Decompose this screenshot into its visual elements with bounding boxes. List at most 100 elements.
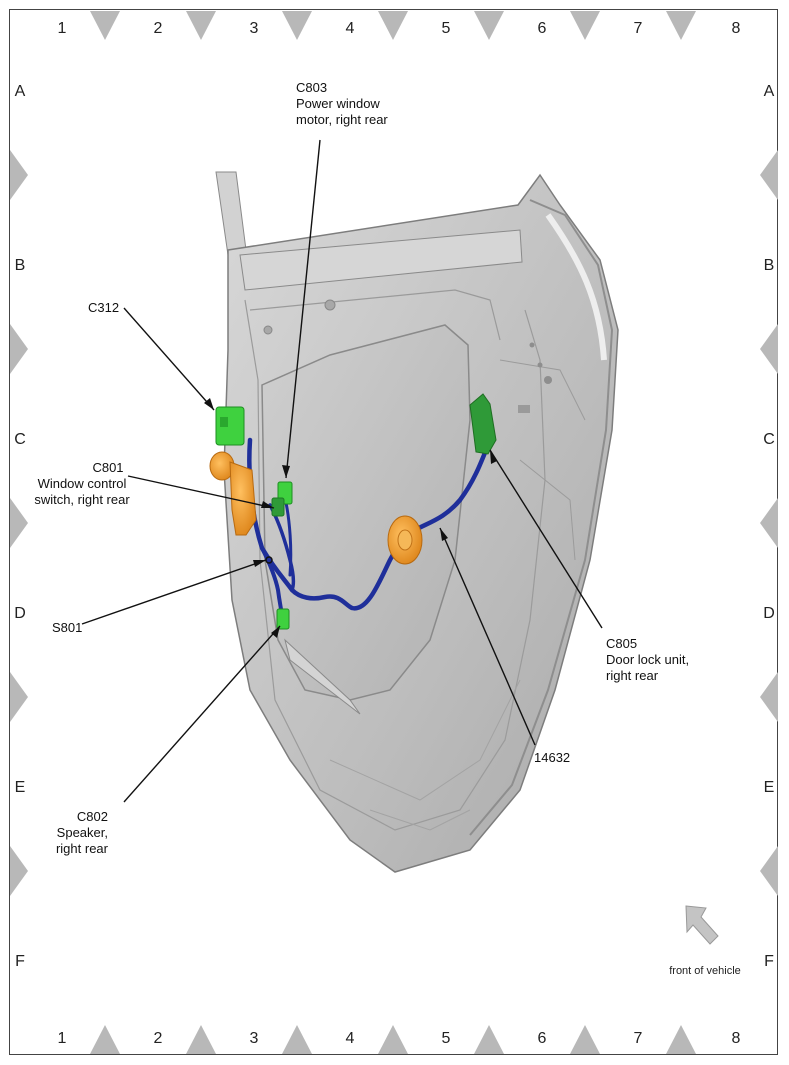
s801-id: S801: [52, 620, 82, 635]
right-row-e: E: [764, 779, 775, 796]
bottom-col-2: 2: [154, 1030, 163, 1047]
connector-c805: [469, 393, 497, 455]
top-marker: [282, 11, 312, 40]
callout-c801: C801 Window control switch, right rear: [34, 460, 130, 507]
door-illustration: [215, 171, 619, 873]
top-col-8: 8: [732, 20, 741, 37]
connector-c801: [271, 497, 285, 517]
c802-desc-line1: Speaker,: [57, 825, 108, 840]
c803-id: C803: [296, 80, 327, 95]
top-marker: [666, 11, 696, 40]
c805-desc-line2: right rear: [606, 668, 659, 683]
bottom-col-4: 4: [346, 1030, 355, 1047]
bottom-marker: [666, 1025, 696, 1054]
callout-c802: C802 Speaker, right rear: [56, 809, 109, 856]
column-divider-markers: [90, 11, 696, 1054]
right-marker: [760, 498, 778, 548]
right-row-c: C: [763, 431, 775, 448]
leader-c803: [285, 139, 321, 479]
top-col-3: 3: [250, 20, 259, 37]
c801-desc-line1: Window control: [38, 476, 127, 491]
bottom-col-8: 8: [732, 1030, 741, 1047]
row-divider-markers: [10, 150, 778, 896]
c803-desc-line2: motor, right rear: [296, 112, 388, 127]
bottom-marker: [474, 1025, 504, 1054]
bottom-marker: [90, 1025, 120, 1054]
left-row-b: B: [15, 257, 26, 274]
front-of-vehicle-indicator: front of vehicle: [669, 905, 741, 977]
left-marker: [10, 498, 28, 548]
bottom-col-1: 1: [58, 1030, 67, 1047]
leader-arrowheads: [204, 398, 497, 638]
c803-desc-line1: Power window: [296, 96, 380, 111]
callout-c805: C805 Door lock unit, right rear: [606, 636, 689, 683]
leader-c802: [123, 625, 281, 803]
callout-c803: C803 Power window motor, right rear: [296, 80, 388, 127]
leader-14632: [439, 527, 536, 746]
right-row-b: B: [764, 257, 775, 274]
right-row-labels: A B C D E F: [763, 83, 775, 970]
right-row-a: A: [764, 83, 775, 100]
right-marker: [760, 150, 778, 200]
c801-id: C801: [92, 460, 123, 475]
left-row-d: D: [14, 605, 26, 622]
harness-id: 14632: [534, 750, 570, 765]
c805-id: C805: [606, 636, 637, 651]
bottom-col-3: 3: [250, 1030, 259, 1047]
c802-desc-line2: right rear: [56, 841, 109, 856]
bottom-col-5: 5: [442, 1030, 451, 1047]
top-marker: [378, 11, 408, 40]
callout-s801: S801: [52, 620, 82, 635]
bottom-col-7: 7: [634, 1030, 643, 1047]
top-marker: [570, 11, 600, 40]
bottom-col-6: 6: [538, 1030, 547, 1047]
leader-c801: [127, 475, 275, 509]
left-row-a: A: [15, 83, 26, 100]
top-col-4: 4: [346, 20, 355, 37]
top-marker: [90, 11, 120, 40]
c801-desc-line2: switch, right rear: [34, 492, 130, 507]
callout-14632: 14632: [534, 750, 570, 765]
left-marker: [10, 324, 28, 374]
grommet-bracket: [229, 461, 257, 536]
leader-c805: [489, 449, 603, 629]
bottom-marker: [570, 1025, 600, 1054]
front-of-vehicle-label: front of vehicle: [669, 965, 741, 977]
right-row-d: D: [763, 605, 775, 622]
right-marker: [760, 846, 778, 896]
top-col-7: 7: [634, 20, 643, 37]
right-marker: [760, 324, 778, 374]
callout-c312: C312: [88, 300, 119, 315]
left-row-e: E: [15, 779, 26, 796]
grommets: [209, 451, 423, 565]
direction-arrow-icon: [685, 905, 719, 945]
leader-s801: [81, 559, 267, 625]
leader-c312: [123, 307, 215, 411]
c805-desc-line1: Door lock unit,: [606, 652, 689, 667]
connector-c802: [276, 608, 290, 630]
c312-id: C312: [88, 300, 119, 315]
right-marker: [760, 672, 778, 722]
top-col-5: 5: [442, 20, 451, 37]
wiring-harness-14632: [247, 437, 493, 627]
bottom-marker: [282, 1025, 312, 1054]
top-col-1: 1: [58, 20, 67, 37]
leader-lines: [81, 139, 603, 803]
connector-c312: [215, 406, 245, 446]
top-column-labels: 1 2 3 4 5 6 7 8: [58, 20, 741, 37]
left-row-f: F: [15, 953, 25, 970]
left-row-c: C: [14, 431, 26, 448]
bottom-column-labels: 1 2 3 4 5 6 7 8: [58, 1030, 741, 1047]
top-marker: [186, 11, 216, 40]
bottom-marker: [186, 1025, 216, 1054]
left-marker: [10, 672, 28, 722]
left-marker: [10, 150, 28, 200]
bottom-marker: [378, 1025, 408, 1054]
left-marker: [10, 846, 28, 896]
top-col-2: 2: [154, 20, 163, 37]
c802-id: C802: [77, 809, 108, 824]
connectors: [215, 393, 497, 630]
top-marker: [474, 11, 504, 40]
top-col-6: 6: [538, 20, 547, 37]
